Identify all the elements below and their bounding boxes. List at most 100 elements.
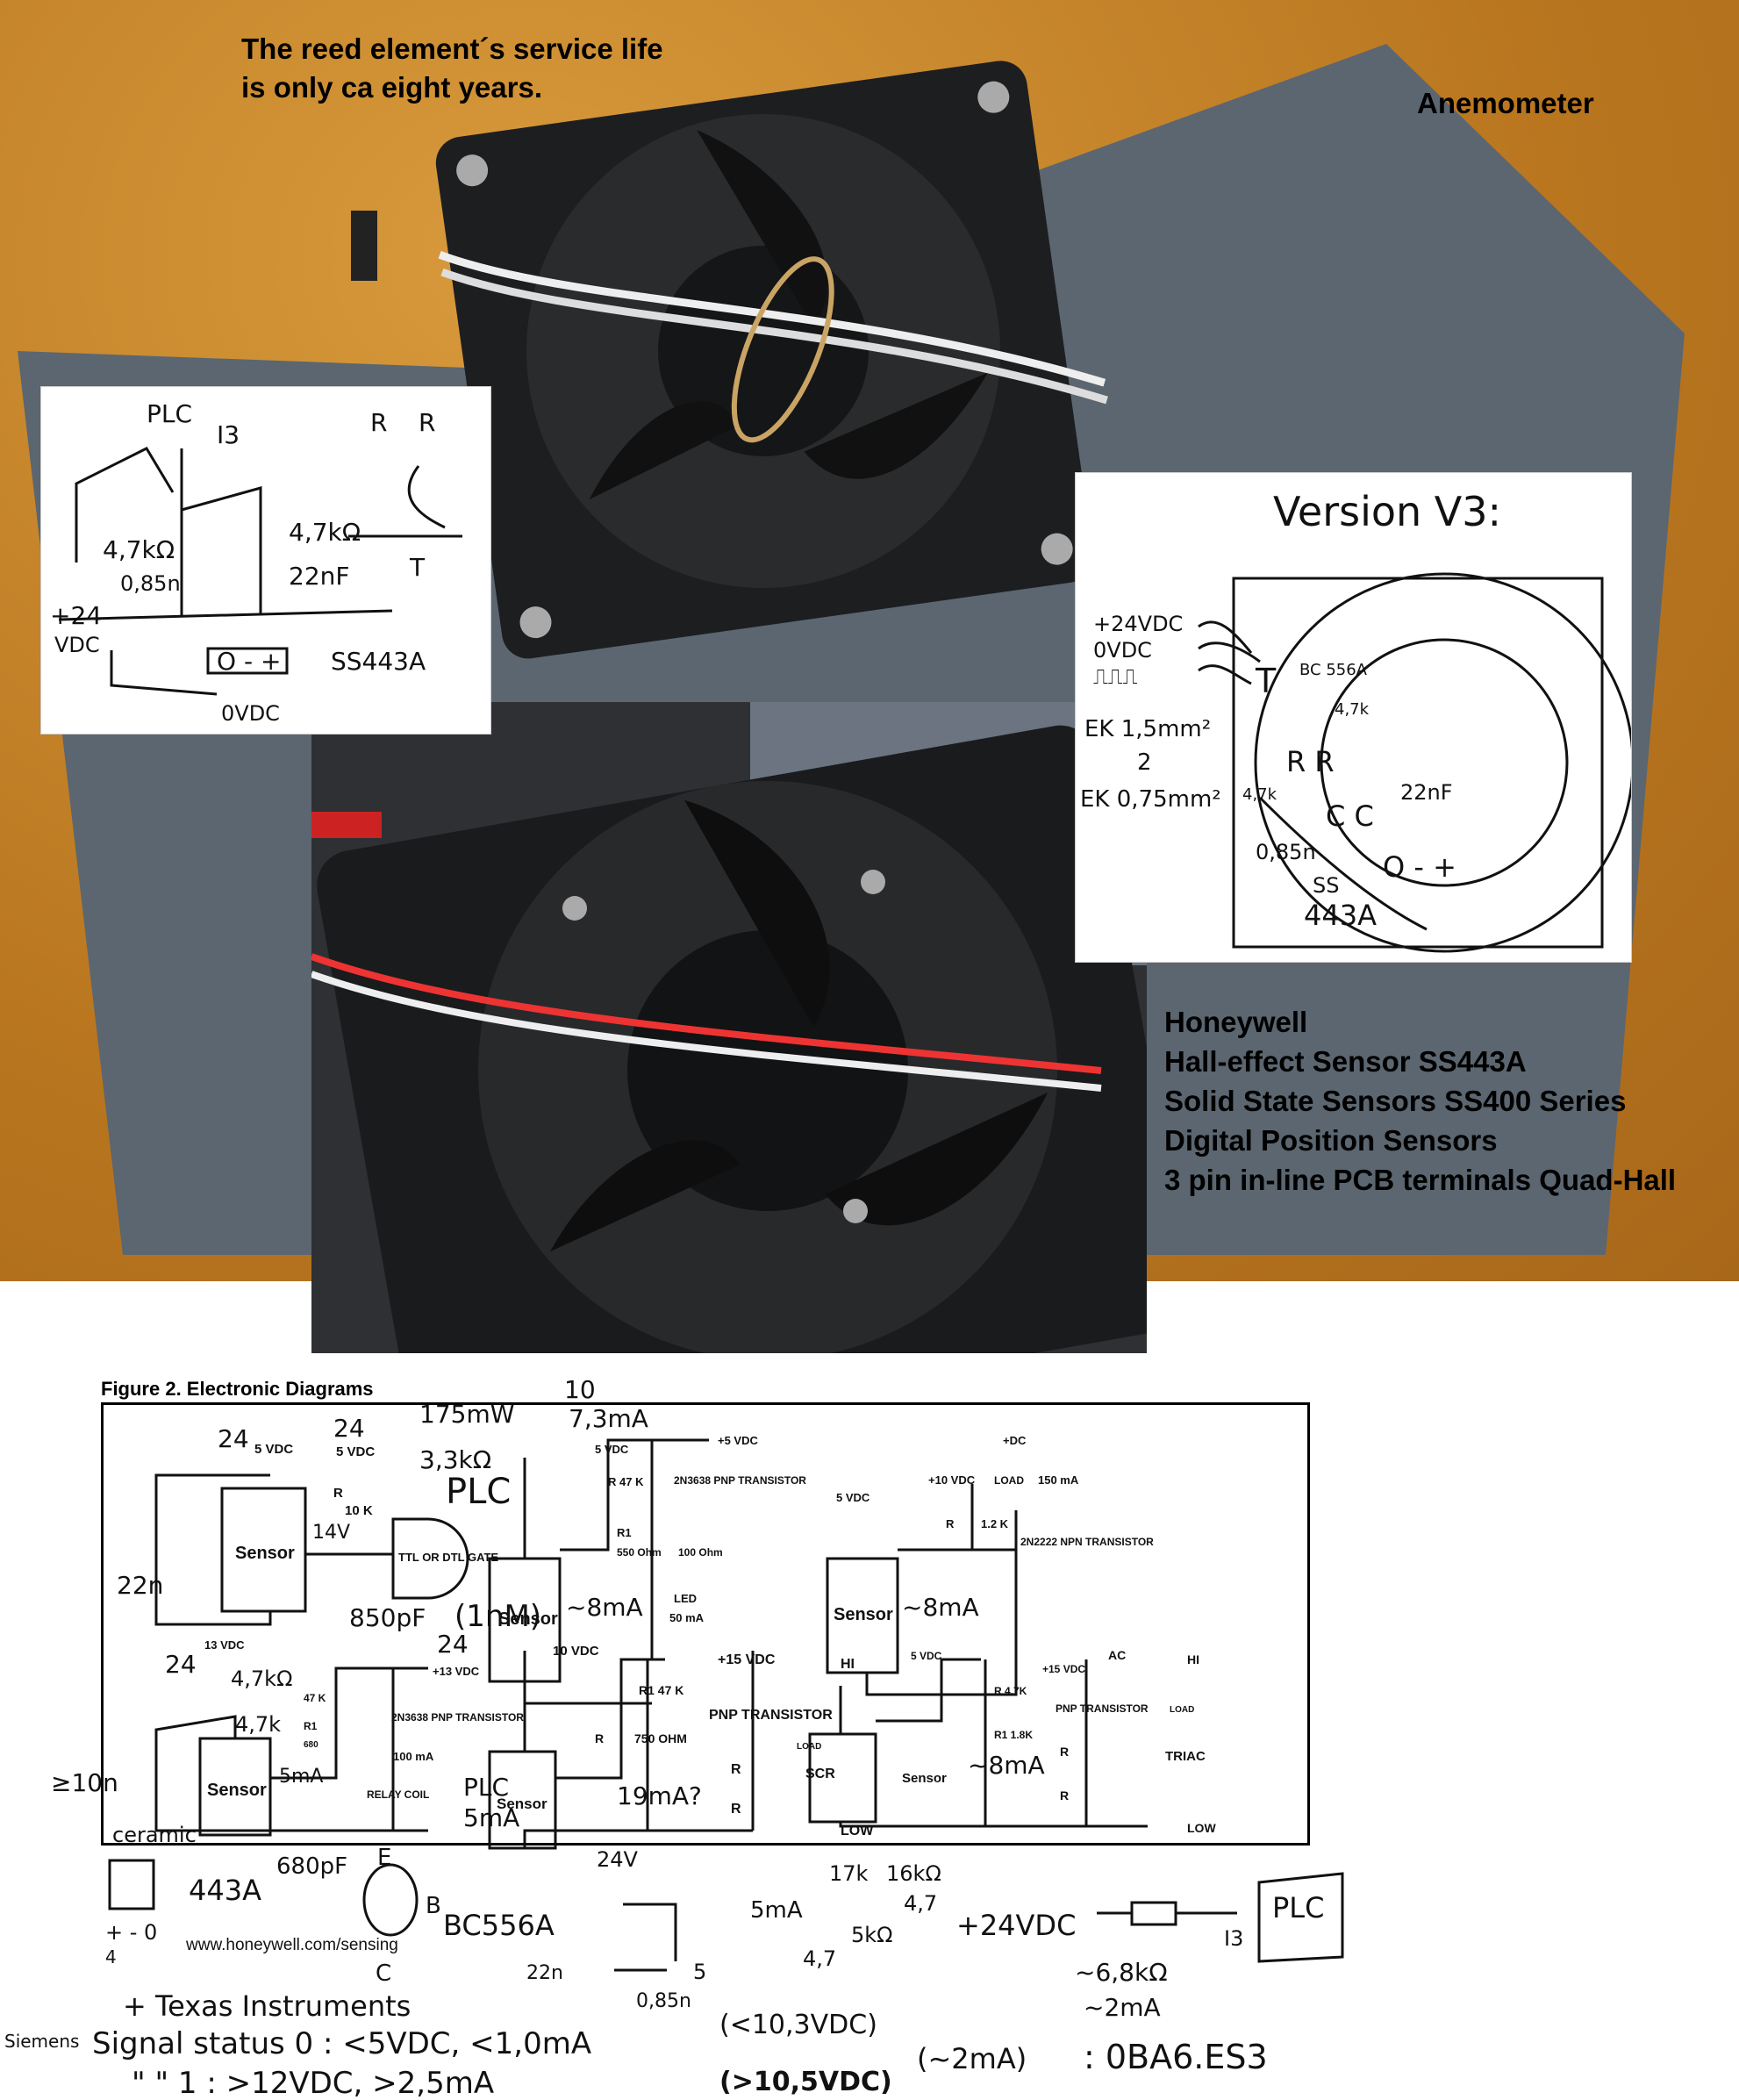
figure-title: Figure 2. Electronic Diagrams xyxy=(101,1378,374,1400)
sketch-res: 4,7k xyxy=(1242,785,1277,804)
sketch-t: T xyxy=(1255,662,1277,700)
note-siemens: Siemens xyxy=(4,2031,79,2052)
anemometer-label: Anemometer xyxy=(1417,87,1594,119)
current-label: 100 mA xyxy=(393,1750,434,1763)
sketch-supply: +24 xyxy=(50,601,102,630)
res-label: R xyxy=(595,1731,604,1745)
note: 5mA xyxy=(463,1803,519,1832)
note-res: 4,7 xyxy=(803,1946,836,1971)
wire-label: +24VDC xyxy=(1093,612,1183,636)
transistor-label: 2N3638 PNP TRANSISTOR xyxy=(391,1711,524,1724)
note: 19mA? xyxy=(617,1781,702,1810)
sketch-gnd: 0VDC xyxy=(221,701,280,726)
voltage-label: 5 VDC xyxy=(836,1491,870,1504)
photo-scene xyxy=(311,702,1147,1353)
transistor-package-icon xyxy=(362,1863,419,1937)
sketch-part: 443A xyxy=(1304,899,1377,932)
sketch-right: Version V3: +24VDC 0VDC ⎍⎍⎍ EK 1,5mm² 2 … xyxy=(1075,472,1635,963)
sketch-res: 4,7kΩ xyxy=(103,535,175,564)
res-label: R 47 K xyxy=(608,1475,644,1488)
sketch-res: 4,7k xyxy=(1335,700,1370,719)
alligator-clip xyxy=(311,812,382,838)
note: 24 xyxy=(333,1414,365,1443)
note: ~8mA xyxy=(902,1593,979,1622)
note-cap: 22n xyxy=(526,1962,563,1984)
hi-label: HI xyxy=(841,1657,855,1672)
note: 24 xyxy=(218,1424,249,1453)
sensor-label: Sensor xyxy=(498,1609,558,1629)
note: 7,3mA xyxy=(569,1404,648,1433)
cable-label: EK 0,75mm² xyxy=(1080,786,1221,813)
res-label: R1 1.8K xyxy=(994,1729,1033,1741)
sensor-label: Sensor xyxy=(207,1781,267,1800)
voltage-label: +10 VDC xyxy=(928,1473,976,1487)
cable-count: 2 xyxy=(1137,749,1152,776)
website-link[interactable]: www.honeywell.com/sensing xyxy=(185,1936,398,1954)
honeywell-info: Honeywell Hall-effect Sensor SS443A Soli… xyxy=(1164,1002,1676,1200)
reed-note-line: is only ca eight years. xyxy=(241,71,542,104)
note-supply: +24VDC xyxy=(956,1909,1076,1942)
note-status0: Signal status 0 : <5VDC, <1,0mA xyxy=(92,2026,591,2061)
note: ~8mA xyxy=(566,1593,643,1622)
transistor-label: 2N2222 NPN TRANSISTOR xyxy=(1020,1536,1154,1548)
sketch-ss: SS xyxy=(1313,873,1339,898)
note-pin: 4 xyxy=(105,1946,117,1967)
voltage-label: +DC xyxy=(1003,1434,1027,1447)
circuit-wiring xyxy=(154,1438,1148,1850)
circuit-diagrams: Sensor 5 VDC R 10 K TTL OR DTL GATE 5 VD… xyxy=(51,1375,1216,1850)
res-label: R xyxy=(946,1517,955,1530)
bottom-notes: 443A + - 0 4 680pF E B C www.honeywell.c… xyxy=(4,1847,1344,2100)
sketch-left-drawing: PLC I3 R R T 4,7kΩ 4,7kΩ 0,85n 22nF +24 … xyxy=(50,399,462,726)
sketch-transistor: BC 556A xyxy=(1299,661,1368,679)
res-label: R 4.7K xyxy=(994,1685,1027,1697)
sketch-pins: O - + xyxy=(217,647,281,676)
transistor-label: PNP TRANSISTOR xyxy=(1056,1702,1149,1715)
transistor-label: PNP TRANSISTOR xyxy=(709,1708,833,1723)
voltage-label: +15 VDC xyxy=(1042,1663,1085,1675)
plc-box xyxy=(1257,1872,1344,1963)
fan-closeup-photo xyxy=(311,702,1147,1353)
note-transistor: BC556A xyxy=(443,1909,555,1942)
low-label: LOW xyxy=(841,1824,874,1838)
note-part: 443A xyxy=(189,1874,261,1907)
wire-label: 0VDC xyxy=(1093,638,1152,663)
sketch-title: Version V3: xyxy=(1273,488,1501,535)
note-c: C xyxy=(376,1960,391,1987)
wire-label: ⎍⎍⎍ xyxy=(1093,664,1138,689)
fan-top xyxy=(435,61,1108,659)
note-pins: + - 0 xyxy=(105,1920,157,1945)
note-module: : 0BA6.ES3 xyxy=(1084,2038,1268,2076)
note-cap: 0,85n xyxy=(636,1990,691,2012)
note: (1nM) xyxy=(454,1599,541,1634)
voltage-label: 5 VDC xyxy=(336,1444,375,1459)
sketch-r: R xyxy=(370,408,387,437)
note-res: 17k xyxy=(829,1861,869,1886)
relay-label: RELAY COIL xyxy=(367,1788,429,1801)
res-label: 47 K xyxy=(304,1692,326,1704)
note: 22n xyxy=(117,1571,163,1600)
voltage-label: 10 VDC xyxy=(553,1644,599,1659)
gate-label: TTL OR DTL GATE xyxy=(398,1551,498,1564)
low-label: LOW xyxy=(1187,1821,1216,1835)
voltage-label: +13 VDC xyxy=(433,1665,480,1678)
note-current: 5mA xyxy=(750,1897,803,1924)
sensor-label: Sensor xyxy=(497,1795,547,1812)
info-line: Digital Position Sensors xyxy=(1164,1124,1498,1157)
sensor-label: Sensor xyxy=(902,1771,947,1786)
sketch-rr: R R xyxy=(1286,745,1335,778)
voltage-label: +5 VDC xyxy=(718,1434,758,1447)
sensor-label: Sensor xyxy=(235,1544,295,1563)
res-label: R xyxy=(1060,1745,1069,1759)
load-label: LOAD xyxy=(1170,1705,1194,1715)
sketch-i3: I3 xyxy=(217,420,240,449)
note-b: B xyxy=(426,1893,441,1919)
res-label: R1 xyxy=(617,1526,632,1539)
current-label: 150 mA xyxy=(1038,1473,1079,1487)
load-label: LOAD xyxy=(994,1474,1024,1487)
electronic-diagrams: Sensor 5 VDC R 10 K TTL OR DTL GATE 5 VD… xyxy=(51,1375,1310,1850)
current-label: 50 mA xyxy=(669,1611,705,1624)
note-five: 5 xyxy=(693,1960,706,1984)
note-res: 4,7 xyxy=(904,1891,937,1916)
reed-note: The reed element´s service life is only … xyxy=(241,30,663,107)
note-current: ~2mA xyxy=(1084,1993,1161,2022)
